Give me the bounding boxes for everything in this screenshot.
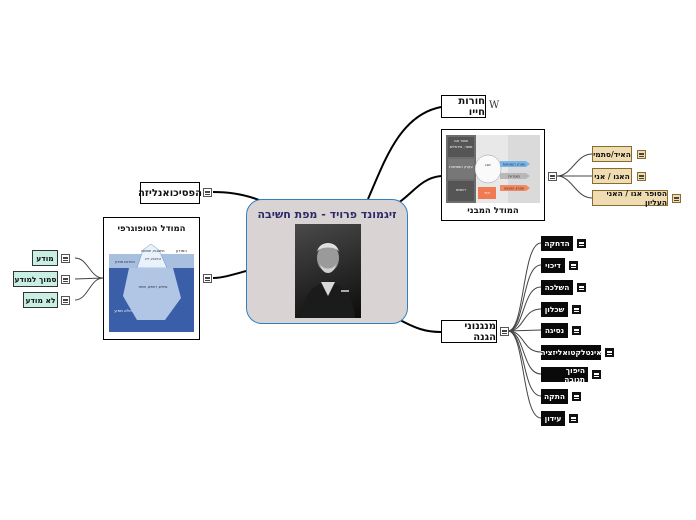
- defense-item[interactable]: עידון: [541, 411, 565, 426]
- defense-item[interactable]: דיכוי: [541, 258, 565, 273]
- note-icon[interactable]: [572, 305, 581, 314]
- morality-text: מוסריות: [508, 175, 520, 179]
- structural-child-label: הסופר אגו / האני העליון: [606, 189, 667, 207]
- note-icon[interactable]: [569, 261, 578, 270]
- defense-item[interactable]: הדחקה: [541, 236, 573, 251]
- life-story-node[interactable]: חורות חייו: [441, 95, 486, 118]
- note-icon[interactable]: [572, 392, 581, 401]
- defense-item[interactable]: היפוך תגובה: [541, 365, 588, 384]
- defense-mechanisms-label: מנגנוני הגנה: [464, 320, 496, 343]
- note-icon[interactable]: [500, 327, 509, 336]
- topographic-model-node[interactable]: המודל הטופוגרפי המודע מחשבות, תפיסות הטר…: [103, 217, 200, 340]
- defense-mechanisms-node[interactable]: מנגנוני הגנה: [441, 320, 497, 343]
- defense-item-label: אינטלקטואליזציה: [540, 348, 602, 357]
- defense-item-label: דיכוי: [545, 261, 561, 270]
- structural-child-label: האיד/סתמי: [593, 149, 631, 159]
- id-sub-text: דחפים: [456, 188, 466, 192]
- iceberg-diagram: המודע מחשבות, תפיסות הטרום מודע זכרונות,…: [109, 238, 194, 332]
- topographic-child-preconscious[interactable]: סמוך למודע: [13, 271, 58, 287]
- structural-model-diagram: סופר אגו מוסר, אידאלים עקרון המציאות דחפ…: [446, 135, 540, 203]
- freud-portrait-icon: [295, 224, 361, 318]
- ego-sub-text: עקרון המציאות: [449, 165, 472, 169]
- defense-item-label: נסיגה: [544, 326, 565, 335]
- ego-text: אגו: [485, 162, 491, 167]
- topographic-child-conscious[interactable]: מודע: [32, 250, 58, 266]
- note-icon[interactable]: [637, 172, 646, 181]
- superego-sub-text: מוסר, אידאלים: [450, 145, 473, 149]
- structural-model-node[interactable]: סופר אגו מוסר, אידאלים עקרון המציאות דחפ…: [441, 129, 545, 221]
- defense-item-label: היפוך תגובה: [564, 365, 585, 384]
- reality-text: עקרון המציאות: [503, 163, 526, 167]
- topographic-child-unconscious[interactable]: לא מודע: [23, 292, 58, 308]
- note-icon[interactable]: [592, 370, 601, 379]
- central-title: זיגמונד פרויד - מפת חשיבה: [257, 208, 397, 221]
- unconscious-text: הלא מודע: [114, 308, 132, 313]
- note-icon[interactable]: [61, 254, 70, 263]
- memories-text: זכרונות, ידע: [145, 257, 161, 261]
- defense-item-label: עידון: [544, 414, 562, 423]
- pleasure-text: עקרון ההנאה: [504, 187, 524, 191]
- id-text: איד: [484, 190, 490, 195]
- defense-item[interactable]: אינטלקטואליזציה: [540, 345, 602, 360]
- structural-child-ego[interactable]: האגו / אני: [592, 168, 632, 184]
- topographic-child-label: מודע: [36, 253, 54, 263]
- life-story-label: חורות חייו: [458, 95, 485, 118]
- note-icon[interactable]: [605, 348, 614, 357]
- defense-item[interactable]: נסיגה: [541, 323, 568, 338]
- defense-item-label: התקה: [544, 392, 565, 401]
- preconscious-text: הטרום מודע: [115, 259, 135, 264]
- structural-child-label: האגו / אני: [594, 171, 630, 181]
- note-icon[interactable]: [572, 326, 581, 335]
- defense-item-label: שכלון: [544, 305, 565, 314]
- note-icon[interactable]: [548, 172, 557, 181]
- topographic-child-label: לא מודע: [25, 295, 56, 305]
- topographic-model-caption: המודל הטופוגרפי: [117, 224, 186, 234]
- defense-item-label: השלכה: [544, 283, 570, 292]
- wikipedia-link-icon[interactable]: W: [489, 100, 500, 111]
- psychoanalysis-label: הפסיכואנליזה: [138, 187, 202, 199]
- note-icon[interactable]: [672, 194, 681, 203]
- note-icon[interactable]: [61, 275, 70, 284]
- note-icon[interactable]: [569, 414, 578, 423]
- topographic-child-label: סמוך למודע: [14, 274, 57, 284]
- defense-item-label: הדחקה: [544, 239, 570, 248]
- fears-text: פחדים, דחפים, חוויות: [139, 285, 168, 289]
- note-icon[interactable]: [203, 274, 212, 283]
- structural-model-caption: המודל המבני: [467, 206, 519, 216]
- note-icon[interactable]: [577, 239, 586, 248]
- psychoanalysis-node[interactable]: הפסיכואנליזה: [138, 182, 202, 204]
- note-icon[interactable]: [637, 150, 646, 159]
- central-topic[interactable]: זיגמונד פרויד - מפת חשיבה: [246, 199, 408, 324]
- defense-item[interactable]: השלכה: [541, 280, 573, 295]
- note-icon[interactable]: [61, 296, 70, 305]
- note-icon[interactable]: [577, 283, 586, 292]
- conscious-text: המודע: [176, 248, 187, 253]
- defense-item[interactable]: התקה: [541, 389, 568, 404]
- defense-item[interactable]: שכלון: [541, 302, 568, 317]
- note-icon[interactable]: [203, 188, 212, 197]
- thoughts-text: מחשבות, תפיסות: [141, 249, 164, 253]
- structural-child-superego[interactable]: הסופר אגו / האני העליון: [592, 189, 668, 207]
- superego-text: סופר אגו: [454, 139, 468, 143]
- structural-child-id[interactable]: האיד/סתמי: [592, 146, 632, 162]
